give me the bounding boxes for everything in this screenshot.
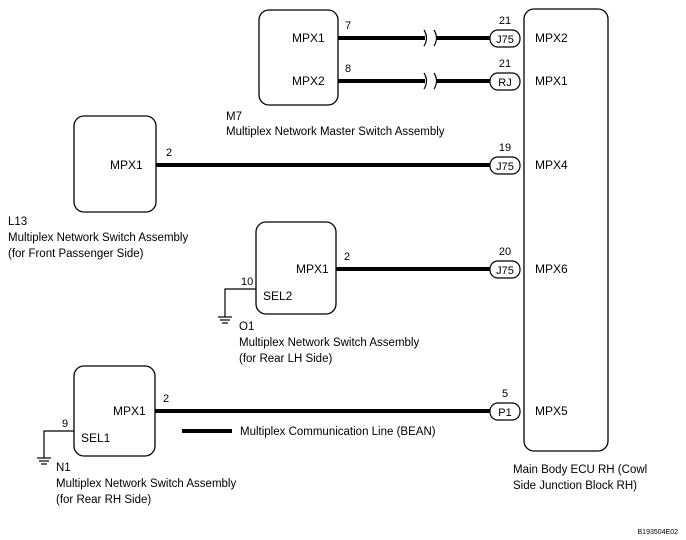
n1-terminal-mpx1: MPX1 (113, 404, 146, 418)
o1-terminal-mpx1: MPX1 (296, 262, 329, 276)
conn-pin-21-a: 21 (499, 15, 511, 27)
o1-terminal-sel2: SEL2 (263, 289, 293, 303)
n1-pin-2: 2 (163, 393, 169, 405)
o1-code: O1 (239, 321, 254, 333)
connector-p1: P1 (489, 402, 521, 421)
ecu-box (523, 8, 609, 452)
ecu-terminal-mpx6: MPX6 (535, 262, 568, 276)
m7-box (258, 9, 339, 106)
legend-label: Multiplex Communication Line (BEAN) (240, 426, 436, 438)
figure-id: B193504E02 (638, 529, 679, 536)
svg-text:P1: P1 (498, 407, 511, 419)
n1-terminal-sel1: SEL1 (81, 431, 111, 445)
break-mark-icon (423, 72, 438, 90)
m7-pin-7: 7 (345, 20, 351, 32)
ecu-terminal-mpx5: MPX5 (535, 404, 568, 418)
m7-code: M7 (226, 111, 242, 123)
l13-code: L13 (8, 216, 27, 228)
l13-pin-2: 2 (166, 147, 172, 159)
o1-name-line1: Multiplex Network Switch Assembly (239, 337, 419, 349)
n1-name-line2: (for Rear RH Side) (56, 494, 151, 506)
svg-text:J75: J75 (496, 265, 514, 277)
m7-name: Multiplex Network Master Switch Assembly (226, 126, 445, 138)
ecu-terminal-mpx4: MPX4 (535, 158, 568, 172)
n1-code: N1 (56, 462, 71, 474)
l13-name-line2: (for Front Passenger Side) (8, 248, 144, 260)
break-mark-icon (423, 29, 438, 47)
svg-text:J75: J75 (496, 34, 514, 46)
ground-icon (218, 316, 232, 324)
svg-text:RJ: RJ (498, 77, 511, 89)
o1-pin-10: 10 (241, 276, 253, 288)
n1-ground-wire (43, 430, 74, 458)
connector-j75-m7: J75 (489, 29, 521, 48)
connector-j75-l13: J75 (489, 156, 521, 175)
m7-terminal-mpx2: MPX2 (292, 74, 325, 88)
ecu-name-line1: Main Body ECU RH (Cowl (513, 464, 647, 476)
o1-pin-2: 2 (344, 251, 350, 263)
conn-pin-21-b: 21 (499, 58, 511, 70)
svg-text:J75: J75 (496, 161, 514, 173)
ecu-terminal-mpx1: MPX1 (535, 74, 568, 88)
conn-pin-19: 19 (499, 142, 511, 154)
o1-ground-wire (224, 288, 256, 317)
n1-name-line1: Multiplex Network Switch Assembly (56, 478, 236, 490)
ground-icon (37, 457, 51, 465)
ecu-name-line2: Side Junction Block RH) (513, 480, 637, 492)
m7-pin-8: 8 (345, 63, 351, 75)
m7-terminal-mpx1: MPX1 (292, 31, 325, 45)
ecu-terminal-mpx2: MPX2 (535, 31, 568, 45)
l13-terminal-mpx1: MPX1 (110, 158, 143, 172)
o1-name-line2: (for Rear LH Side) (239, 353, 332, 365)
l13-name-line1: Multiplex Network Switch Assembly (8, 232, 188, 244)
connector-rj: RJ (489, 72, 521, 91)
conn-pin-20: 20 (499, 246, 511, 258)
connector-j75-o1: J75 (489, 260, 521, 279)
n1-pin-9: 9 (62, 418, 68, 430)
conn-pin-5: 5 (502, 388, 508, 400)
